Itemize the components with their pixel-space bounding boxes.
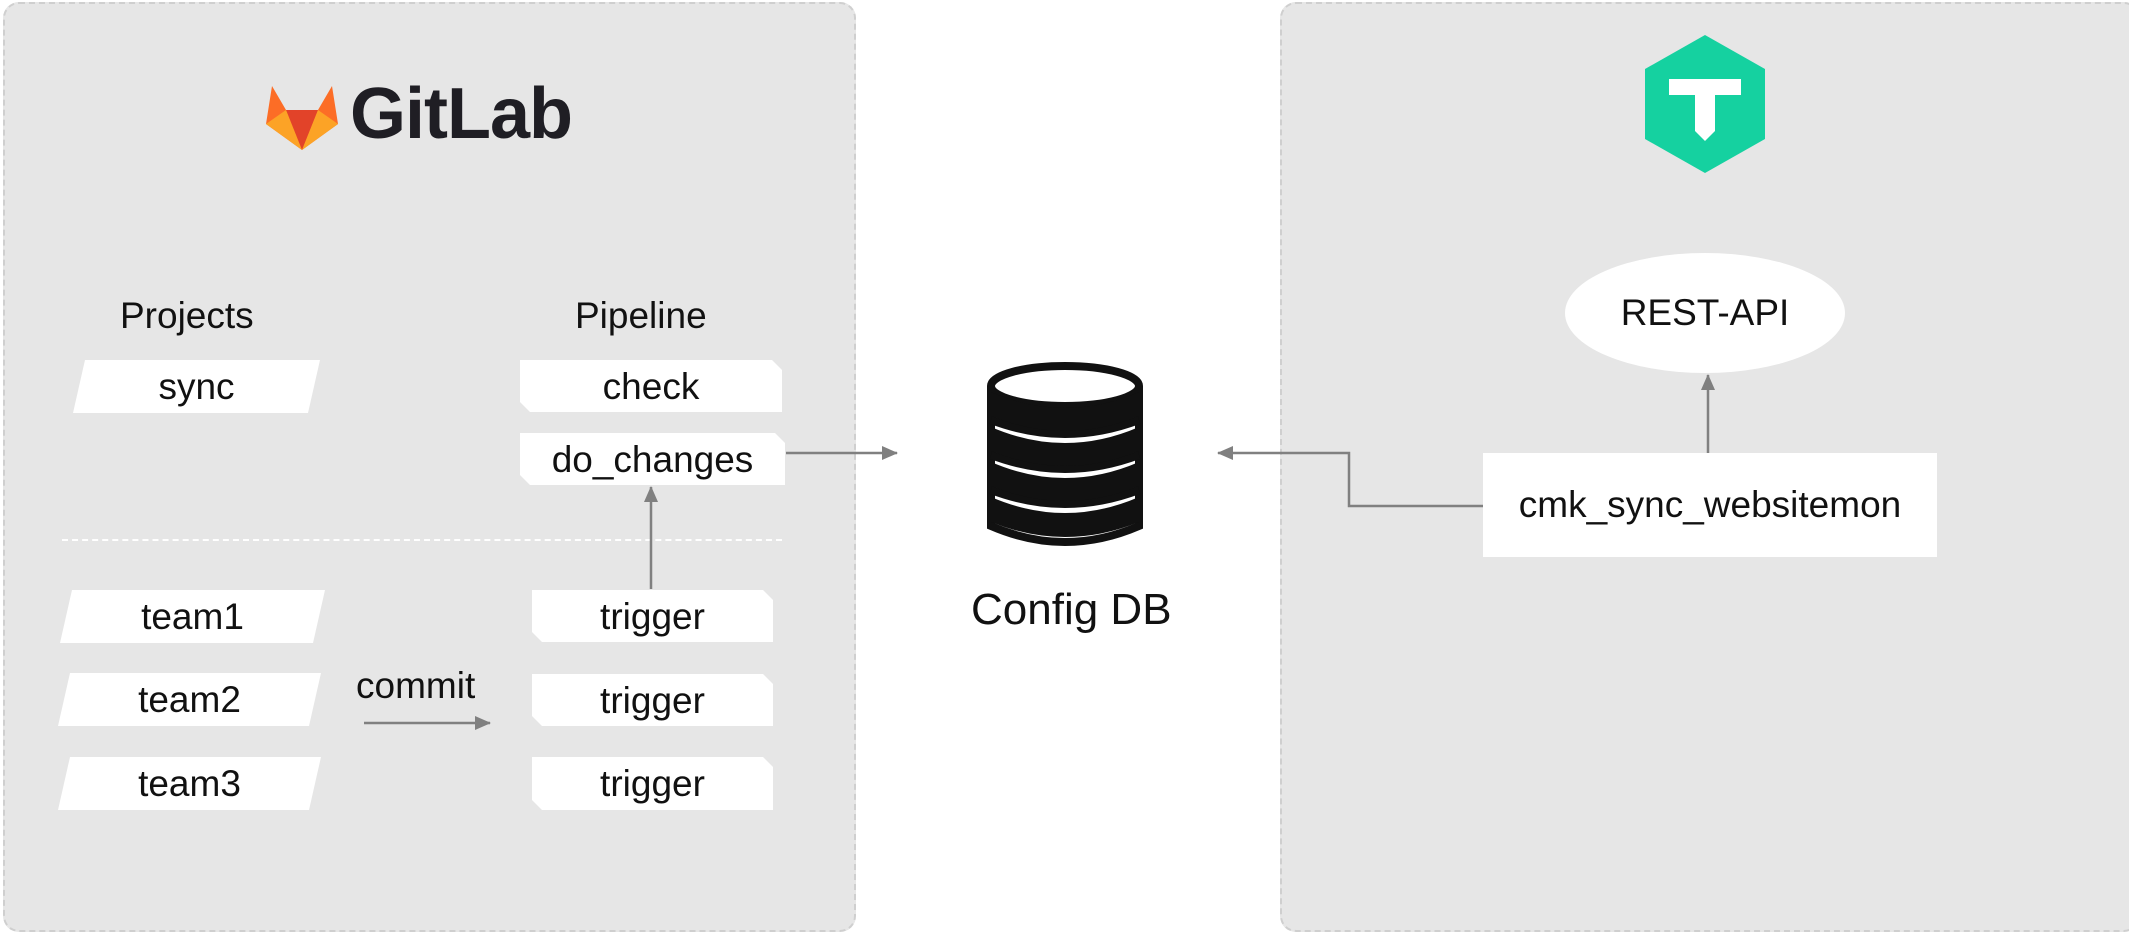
rest-api-node[interactable]: REST-API (1565, 253, 1845, 373)
pipeline-job-check[interactable]: check (520, 360, 782, 412)
database-icon (985, 362, 1145, 552)
project-label: sync (158, 366, 235, 407)
project-sync[interactable]: sync (73, 360, 320, 413)
cmk-sync-websitemon-label: cmk_sync_websitemon (1518, 484, 1902, 525)
sync-to-db-arrow (1217, 446, 1483, 508)
trigger-1[interactable]: trigger (532, 590, 773, 642)
pipeline-job-do-changes[interactable]: do_changes (520, 433, 785, 485)
project-label: team3 (138, 763, 241, 804)
commit-label: commit (356, 665, 476, 706)
gitlab-logo-text: GitLab (350, 74, 573, 154)
section-divider (62, 539, 782, 541)
project-team2[interactable]: team2 (58, 673, 321, 726)
trigger-3[interactable]: trigger (532, 757, 773, 810)
pipeline-job-label: do_changes (551, 438, 754, 480)
rest-api-label: REST-API (1620, 292, 1790, 333)
trigger-2[interactable]: trigger (532, 674, 773, 726)
project-team3[interactable]: team3 (58, 757, 321, 810)
projects-heading: Projects (120, 295, 254, 336)
gitlab-fox-icon (266, 84, 338, 150)
connector-arrows (364, 374, 1715, 730)
project-label: team1 (141, 596, 244, 637)
pipeline-heading: Pipeline (575, 295, 707, 336)
pipeline-job-label: check (602, 365, 700, 407)
cmk-sync-websitemon-node[interactable]: cmk_sync_websitemon (1483, 453, 1937, 557)
config-db-label: Config DB (971, 585, 1172, 634)
project-label: team2 (138, 679, 241, 720)
project-team1[interactable]: team1 (60, 590, 325, 643)
trigger-label: trigger (600, 679, 705, 721)
trigger-label: trigger (600, 595, 705, 637)
checkmk-logo-icon (1645, 35, 1765, 173)
trigger-label: trigger (600, 763, 705, 804)
